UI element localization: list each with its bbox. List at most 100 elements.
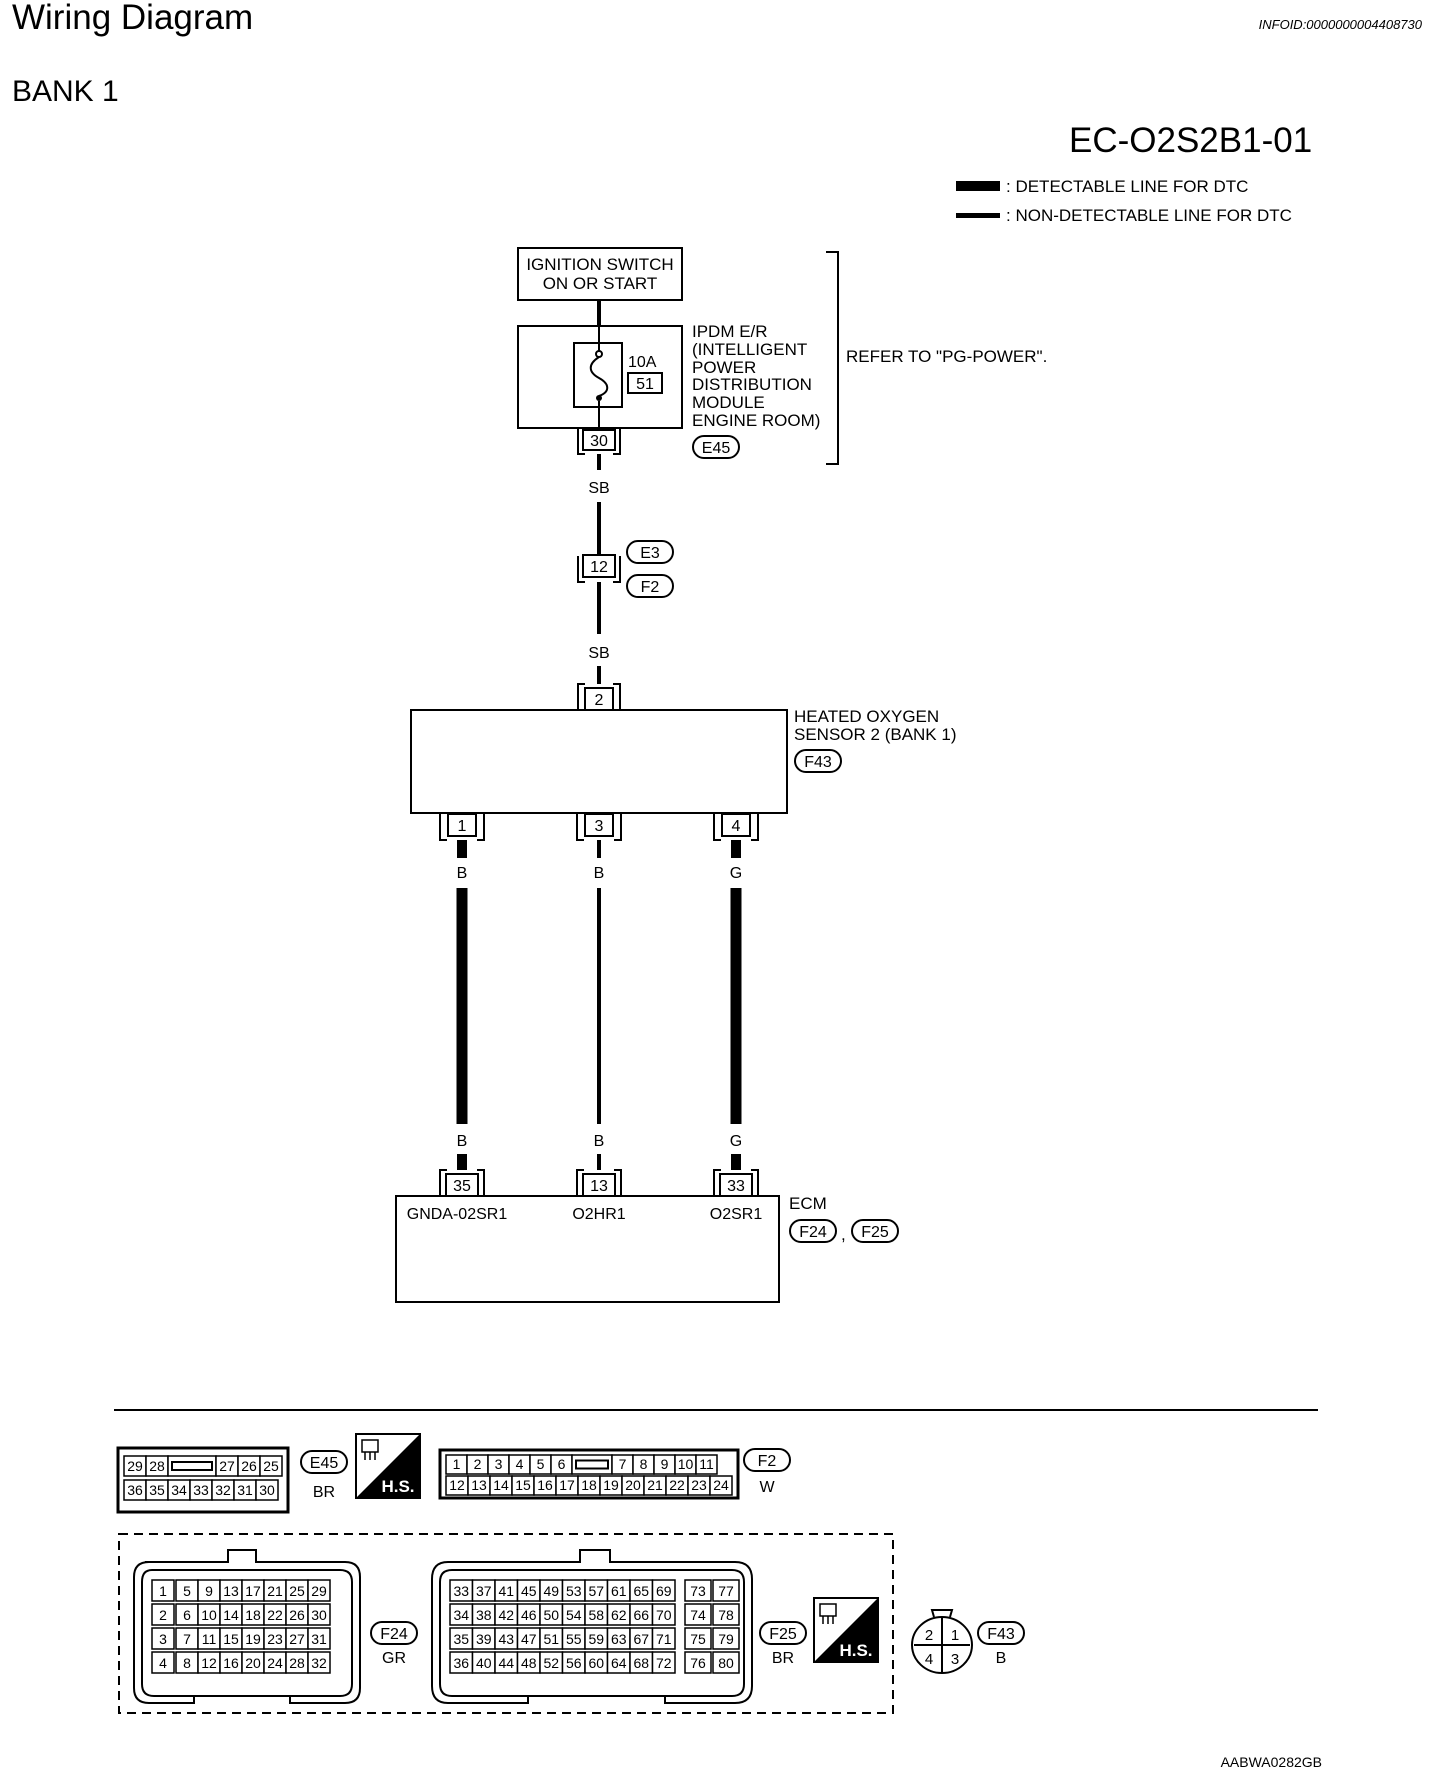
f25-pin: 67 [633,1631,649,1647]
f24-pin: 25 [289,1583,305,1599]
wire2-color-top: B [594,865,605,882]
f24-pin: 7 [183,1631,191,1647]
ipdm-label-3: POWER [692,358,756,377]
f25-pin: 55 [566,1631,582,1647]
f24-pin: 22 [267,1607,283,1623]
refer-note: REFER TO "PG-POWER". [846,347,1047,366]
f25-pin: 39 [476,1631,492,1647]
f2-name: F2 [758,1453,777,1470]
f25-pin: 56 [566,1655,582,1671]
ignition-line2: ON OR START [543,274,658,293]
e45-pin: 36 [127,1482,143,1498]
page-title: Wiring Diagram [12,0,254,37]
sensor-top-terminal-label: 2 [595,692,604,709]
f2-pin: 9 [661,1456,669,1472]
f25-pin: 62 [611,1607,627,1623]
f24-pin: 32 [311,1655,327,1671]
pin-cell [151,1651,175,1674]
ipdm-label-5: MODULE [692,393,765,412]
f2-pin: 2 [474,1456,482,1472]
e45-pin: 31 [237,1482,253,1498]
f25-color: BR [772,1650,794,1667]
legend-non-detectable: : NON-DETECTABLE LINE FOR DTC [1006,206,1292,225]
f2-pin: 22 [669,1477,685,1493]
wire1-color-top: B [457,865,468,882]
pin-cell [695,1454,718,1475]
f2-pin: 20 [625,1477,641,1493]
blank-pin-mark [171,1461,213,1471]
f2-pin: 10 [678,1456,694,1472]
f2-pin: 15 [515,1477,531,1493]
joint-conn-b-label: F2 [641,579,660,596]
pin-cell [307,1627,331,1650]
sensor-connector-label: F43 [804,754,832,771]
ecm-title: ECM [789,1194,827,1213]
f25-pin: 50 [543,1607,559,1623]
f2-pin: 13 [471,1477,487,1493]
f24-pin: 10 [201,1607,217,1623]
f24-pin: 3 [159,1631,167,1647]
bank-label: BANK 1 [12,75,119,108]
ecm-signal-gnda: GNDA-02SR1 [407,1206,508,1223]
f2-pin: 11 [699,1456,714,1472]
f25-pin: 71 [656,1631,672,1647]
ipdm-terminal-label: 30 [590,433,608,450]
f24-pin: 19 [245,1631,261,1647]
f2-color: W [759,1479,775,1496]
f24-pin: 2 [159,1607,167,1623]
ipdm-label-6: ENGINE ROOM) [692,411,820,430]
e45-pin: 29 [127,1458,143,1474]
f24-pin: 29 [311,1583,327,1599]
f25-pin: 43 [498,1631,514,1647]
f2-pin: 17 [559,1477,575,1493]
f24-pin: 5 [183,1583,191,1599]
f43-color: B [996,1650,1007,1667]
f25-pin: 52 [543,1655,559,1671]
f43-pin-4: 4 [925,1651,933,1668]
pin-cell [259,1455,283,1477]
f25-pin: 69 [656,1583,672,1599]
f2-pin: 18 [581,1477,597,1493]
hs-badge-1: H.S. [355,1433,421,1499]
ecm-terminal-35: 35 [439,1169,485,1197]
ecm-terminal-13: 13 [576,1169,622,1197]
f24-pin: 16 [223,1655,239,1671]
f25-pin: 35 [453,1631,469,1647]
sensor-t2-label: 3 [595,818,604,835]
f24-pin: 15 [223,1631,239,1647]
info-id: INFOID:0000000004408730 [1258,17,1422,32]
hs-label-1: H.S. [381,1477,414,1496]
ipdm-label-4: DISTRIBUTION [692,375,812,394]
f24-color: GR [382,1650,406,1667]
fuse-icon [589,356,609,397]
f43-pin-3: 3 [951,1651,959,1668]
pin-cell [684,1603,712,1626]
e45-pin: 35 [149,1482,165,1498]
pin-cell [651,1651,676,1674]
ecm-signal-o2sr1: O2SR1 [710,1206,763,1223]
pin-cell [712,1603,740,1626]
f24-pin: 12 [201,1655,217,1671]
joint-connector-12: 12 [577,554,621,583]
ecm-terminal-33: 33 [713,1169,759,1197]
f25-pin: 68 [633,1655,649,1671]
wire2-color-bottom: B [594,1133,605,1150]
f24-pin: 8 [183,1655,191,1671]
hs-badge-2: H.S. [813,1597,879,1663]
sensor-t1-label: 1 [458,818,467,835]
e45-color: BR [313,1484,335,1501]
f25-pin: 65 [633,1583,649,1599]
e45-pin: 30 [259,1482,275,1498]
f2-pin: 16 [537,1477,553,1493]
e45-name: E45 [310,1455,339,1472]
ignition-switch: IGNITION SWITCH ON OR START [517,247,683,301]
f25-pin: 72 [656,1655,672,1671]
f25-pin: 60 [588,1655,604,1671]
wire3-color-bottom: G [730,1133,742,1150]
ecm-t2-label: 13 [590,1178,608,1195]
fuse-rating: 10A [628,354,657,371]
f2-pin: 23 [691,1477,707,1493]
f25-pin: 73 [690,1583,706,1599]
